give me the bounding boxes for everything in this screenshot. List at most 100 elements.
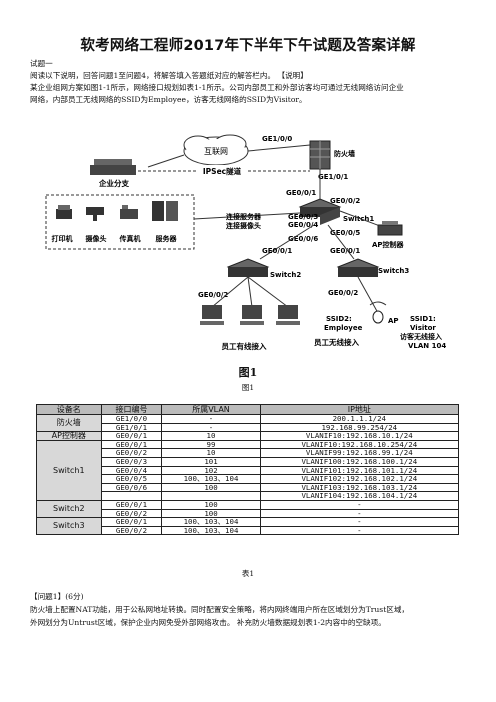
- device-cell: Switch2: [36, 499, 102, 519]
- staff-wireless-label: 员工无线接入: [314, 337, 359, 347]
- camera-label: 摄像头: [86, 234, 107, 243]
- table-cell: VLANIF100:192.168.100.1/24: [259, 456, 460, 467]
- switch1-label: Switch1: [343, 215, 374, 223]
- sw1-ge003-label: GE0/0/3: [288, 213, 318, 221]
- desc-line-1: 某企业组网方案如图1-1所示，网络接口规划如表1-1所示。公司内部员工和外部访客…: [30, 83, 404, 92]
- sw3-ge001-label: GE0/0/1: [330, 247, 360, 255]
- page-title: 软考网络工程师2017年下半年下午试题及答案详解: [80, 38, 416, 54]
- ap-icon: [369, 301, 387, 324]
- vlan104-label: VLAN 104: [408, 342, 446, 350]
- device-cell: AP控制器: [36, 431, 102, 441]
- table-cell: GE0/0/1: [100, 499, 163, 510]
- table-cell: -: [259, 525, 460, 536]
- table-cell: 10: [161, 431, 261, 441]
- table-header-cell: 设备名: [36, 404, 102, 415]
- switch2-label: Switch2: [270, 271, 301, 279]
- device-cell: Switch1: [36, 439, 102, 501]
- printer-icon: [56, 205, 72, 219]
- table-cell: 100: [161, 499, 261, 510]
- fax-label: 传真机: [119, 234, 141, 243]
- visitor-label: Visitor: [410, 324, 436, 332]
- table-cell: -: [259, 517, 460, 527]
- staff-wired-label: 员工有线接入: [222, 341, 267, 351]
- pc-icon: [276, 305, 300, 325]
- question1-line-2: 外网划分为Untrust区域，保护企业内网免受外部网络攻击。 补充防火墙数据规划…: [30, 618, 386, 627]
- table-cell: GE0/0/2: [100, 525, 163, 536]
- pc-icon: [200, 305, 224, 325]
- pc-icon: [240, 305, 264, 325]
- sw1-ge001-label: GE0/0/1: [286, 189, 316, 197]
- sw3-ge002-label: GE0/0/2: [328, 289, 358, 297]
- device-cell: 防火墙: [36, 413, 102, 433]
- firewall-icon: [309, 140, 331, 170]
- question1-line-1: 防火墙上配置NAT功能，用于公私网地址转换。同时配置安全策略，将内网终端用户所在…: [30, 605, 410, 614]
- table-cell: GE0/0/5: [100, 474, 163, 484]
- sw1-ge005-label: GE0/0/5: [330, 229, 360, 237]
- connect-server-label: 连接服务器: [226, 212, 262, 221]
- server-icon: [152, 201, 178, 221]
- ap-controller-icon: [377, 221, 403, 236]
- table-cell: 100: [161, 482, 261, 493]
- sw1-ge002-label: GE0/0/2: [330, 197, 360, 205]
- table-header-cell: 所属VLAN: [161, 404, 261, 415]
- switch1-icon: [298, 198, 342, 225]
- ssid2-label: SSID2:: [326, 315, 352, 323]
- table-cell: 100、103、104: [161, 525, 261, 536]
- question1-title: 【问题1】(6分): [30, 592, 84, 601]
- switch2-icon: [226, 258, 270, 277]
- table-cell: 101: [161, 456, 261, 467]
- table-cell: GE0/0/1: [100, 431, 163, 441]
- figure-caption: 图1: [241, 383, 255, 392]
- employee-label: Employee: [324, 324, 363, 332]
- network-diagram: 互联网 企业分支 IPSec隧道 GE1/0/0 防火墙 GE1/0/1 GE0…: [38, 129, 458, 361]
- device-cell: Switch3: [36, 517, 102, 536]
- fw-ge101-label: GE1/0/1: [318, 173, 348, 181]
- table-cell: 100、103、104: [161, 474, 261, 484]
- switch3-icon: [336, 258, 380, 277]
- internet-label: 互联网: [204, 147, 228, 156]
- ap-controller-label: AP控制器: [372, 240, 405, 249]
- camera-icon: [86, 207, 104, 221]
- ipsec-label: IPSec隧道: [203, 166, 242, 176]
- fax-icon: [120, 205, 138, 219]
- table-cell: GE0/0/3: [100, 456, 163, 467]
- table-cell: 200.1.1.1/24: [259, 414, 460, 424]
- table-cell: GE1/0/0: [100, 414, 163, 424]
- branch-label: 企业分支: [98, 178, 129, 188]
- sw2-ge002-label: GE0/0/2: [198, 291, 228, 299]
- desc-line-2: 网络，内部员工无线网络的SSID为Employee，访客无线网络的SSID为Vi…: [30, 95, 307, 104]
- sw1-ge004-label: GE0/0/4: [288, 221, 318, 229]
- ssid1-label: SSID1:: [410, 315, 436, 323]
- branch-building-icon: [90, 159, 136, 175]
- server-label: 服务器: [156, 234, 178, 243]
- table-cell: 100、103、104: [161, 517, 261, 527]
- sw1-ge006-label: GE0/0/6: [288, 235, 318, 243]
- fw-ge100-label: GE1/0/0: [262, 135, 292, 143]
- table-caption: 表1: [241, 569, 255, 578]
- figure-title: 图1: [238, 366, 258, 379]
- connect-camera-label: 连接摄像头: [226, 221, 261, 230]
- table-cell: VLANIF10:192.168.10.1/24: [259, 431, 460, 441]
- firewall-label: 防火墙: [334, 149, 355, 158]
- table-cell: -: [259, 499, 460, 510]
- table-cell: GE0/0/1: [100, 517, 163, 527]
- ap-label: AP: [388, 317, 399, 325]
- table-cell: -: [161, 414, 261, 424]
- table-header-cell: 接口编号: [100, 404, 163, 415]
- printer-label: 打印机: [52, 234, 73, 243]
- sw2-ge001-label: GE0/0/1: [262, 247, 292, 255]
- visitor-wireless-label: 访客无线接入: [400, 332, 442, 341]
- table-cell: GE0/0/6: [100, 482, 163, 493]
- section-label: 试题一: [30, 59, 53, 68]
- intro-text: 阅读以下说明，回答问题1至问题4，将解答填入答题纸对应的解答栏内。 【说明】: [30, 71, 308, 80]
- switch3-label: Switch3: [378, 267, 409, 275]
- table-cell: VLANIF102:192.168.102.1/24: [259, 474, 460, 484]
